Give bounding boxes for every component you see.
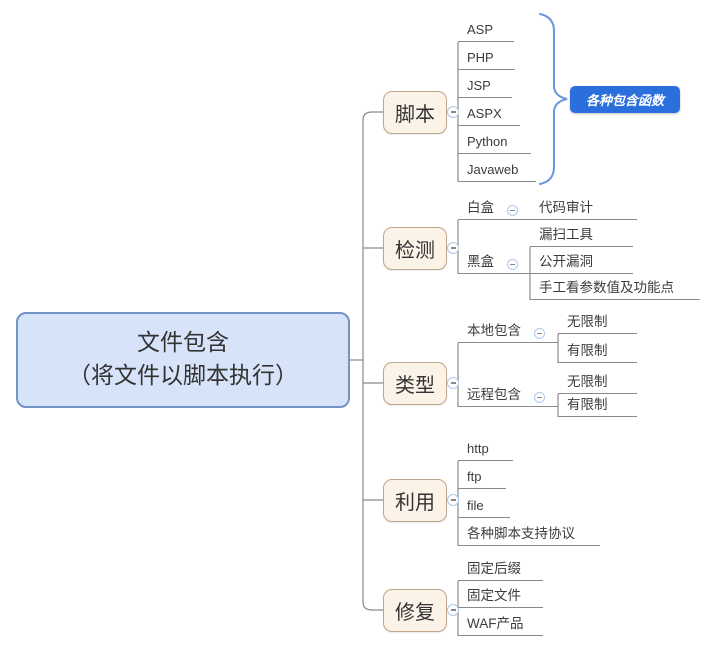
topic-whitebox-label: 白盒: [467, 200, 494, 215]
topic-unrestricted[interactable]: 无限制: [558, 372, 637, 394]
topic-blackbox[interactable]: 黑盒: [458, 252, 530, 274]
topic-http[interactable]: http: [458, 439, 513, 461]
topic-code-audit[interactable]: 代码审计: [530, 198, 637, 220]
branch-script[interactable]: 脚本: [383, 91, 447, 134]
topic-manual-check[interactable]: 手工看参数值及功能点: [530, 278, 700, 300]
topic-local-include[interactable]: 本地包含: [458, 321, 558, 343]
branch-use[interactable]: 利用: [383, 479, 447, 522]
branch-fix[interactable]: 修复: [383, 589, 447, 632]
branch-type[interactable]: 类型: [383, 362, 447, 405]
topic-jsp[interactable]: JSP: [458, 76, 512, 98]
topic-javaweb[interactable]: Javaweb: [458, 160, 536, 182]
topic-asp[interactable]: ASP: [458, 20, 514, 42]
callout-brace: [539, 13, 568, 185]
topic-aspx[interactable]: ASPX: [458, 104, 520, 126]
root-topic[interactable]: 文件包含 （将文件以脚本执行）: [16, 312, 350, 408]
topic-restricted[interactable]: 有限制: [558, 395, 637, 417]
topic-php[interactable]: PHP: [458, 48, 515, 70]
topic-remote-include[interactable]: 远程包含: [458, 385, 558, 407]
collapse-icon[interactable]: [447, 106, 459, 118]
root-topic-title-line2: （将文件以脚本执行）: [68, 363, 298, 389]
branch-elbow-script: [362, 111, 383, 121]
branch-elbow-fix: [362, 601, 383, 611]
collapse-icon[interactable]: [447, 494, 459, 506]
topic-fixed-file[interactable]: 固定文件: [458, 586, 543, 608]
collapse-icon[interactable]: [447, 604, 459, 616]
collapse-icon[interactable]: [507, 204, 518, 216]
topic-fixed-suffix[interactable]: 固定后缀: [458, 559, 543, 581]
topic-waf-product[interactable]: WAF产品: [458, 614, 543, 636]
topic-unrestricted[interactable]: 无限制: [558, 312, 637, 334]
topic-script-protocols[interactable]: 各种脚本支持协议: [458, 524, 600, 546]
collapse-icon[interactable]: [447, 242, 459, 254]
topic-python[interactable]: Python: [458, 132, 531, 154]
topic-public-vulns[interactable]: 公开漏洞: [530, 252, 633, 274]
topic-vuln-scanner[interactable]: 漏扫工具: [530, 225, 633, 247]
topic-local-include-label: 本地包含: [467, 323, 521, 338]
topic-restricted[interactable]: 有限制: [558, 341, 637, 363]
branch-detect[interactable]: 检测: [383, 227, 447, 270]
callout-include-functions[interactable]: 各种包含函数: [570, 86, 680, 113]
topic-whitebox[interactable]: 白盒: [458, 198, 530, 220]
topic-file[interactable]: file: [458, 496, 510, 518]
topic-remote-include-label: 远程包含: [467, 387, 521, 402]
collapse-icon[interactable]: [447, 377, 459, 389]
collapse-icon[interactable]: [507, 258, 518, 270]
collapse-icon[interactable]: [534, 391, 545, 403]
collapse-icon[interactable]: [534, 327, 545, 339]
topic-ftp[interactable]: ftp: [458, 467, 506, 489]
topic-blackbox-label: 黑盒: [467, 254, 494, 269]
root-topic-title-line1: 文件包含: [137, 330, 229, 356]
